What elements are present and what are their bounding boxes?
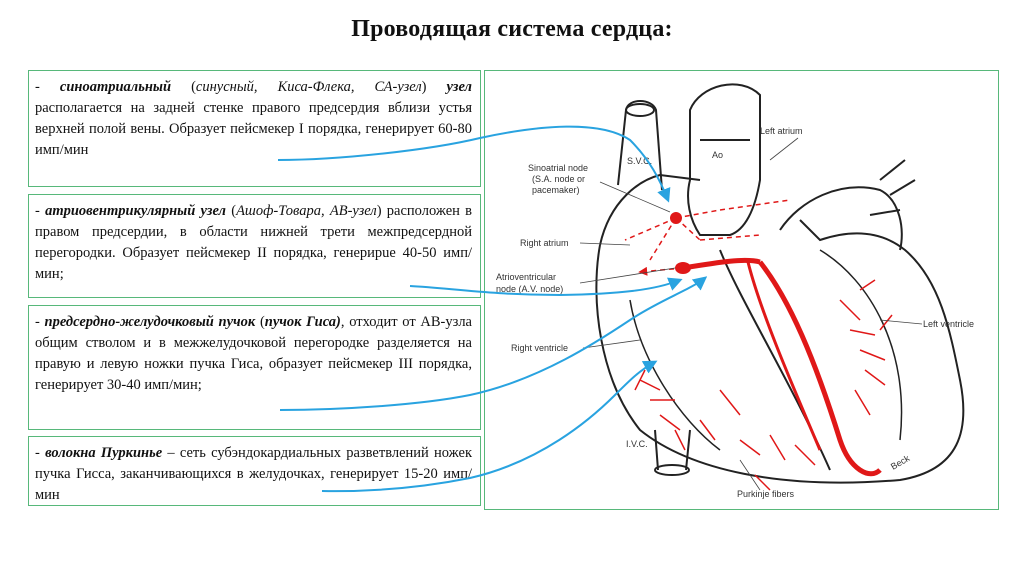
av-close: ) bbox=[376, 203, 382, 219]
arrow-purk bbox=[321, 360, 658, 493]
atrial-conduction-arrows bbox=[624, 199, 791, 272]
av-alt-names: Ашоф-Товара, АВ-узел bbox=[236, 203, 377, 219]
page-title: Проводящая система сердца: bbox=[351, 16, 673, 42]
label-svc: S.V.C. bbox=[627, 156, 652, 166]
label-signature: Beck bbox=[889, 453, 912, 472]
av-open: ( bbox=[225, 203, 237, 219]
sa-dash: - bbox=[35, 79, 60, 95]
sa-term2: узел bbox=[446, 79, 472, 95]
label-right-ventricle: Right ventricle bbox=[511, 343, 568, 353]
label-av-node-2: node (A.V. node) bbox=[496, 284, 563, 294]
purk-dash: - bbox=[35, 445, 46, 461]
label-leaders bbox=[579, 137, 923, 491]
av-text: расположен в правом предсердии, в област… bbox=[35, 203, 472, 282]
ivc-vessel bbox=[654, 429, 691, 476]
av-dash: - bbox=[35, 203, 46, 219]
sa-node-box: - синоатриальный (синусный, Киса-Флека, … bbox=[28, 70, 481, 187]
aorta bbox=[687, 83, 761, 236]
label-purkinje: Purkinje fibers bbox=[737, 489, 795, 499]
av-term: атриовентрикулярный узел bbox=[45, 203, 226, 219]
left-ventricle-wall bbox=[819, 249, 903, 441]
label-av-node-1: Atrioventricular bbox=[496, 272, 556, 282]
sa-text: располагается на задней стенке правого п… bbox=[35, 100, 472, 158]
purkinje-fibers-left bbox=[839, 279, 893, 416]
left-bundle-branch bbox=[758, 260, 882, 477]
right-bundle-branch bbox=[746, 261, 822, 451]
purkinje-box: - волокна Пуркинье – сеть субэндокардиал… bbox=[28, 436, 481, 506]
heart-outline bbox=[595, 173, 965, 484]
label-sa-node-2: (S.A. node or bbox=[532, 174, 585, 184]
label-right-atrium: Right atrium bbox=[520, 238, 569, 248]
his-term: предсердно-желудочковый пучок bbox=[44, 314, 256, 330]
sa-open: ( bbox=[171, 79, 196, 95]
his-open: ( bbox=[255, 314, 265, 330]
arrow-av bbox=[409, 277, 683, 297]
sa-term: синоатриальный bbox=[59, 79, 172, 95]
svc-vessel bbox=[617, 100, 663, 191]
label-ao: Ao bbox=[712, 150, 723, 160]
label-left-atrium: Left atrium bbox=[760, 126, 803, 136]
arrow-sa bbox=[277, 125, 671, 203]
his-text: , отходит от АВ-узла общим стволом и в м… bbox=[35, 314, 472, 393]
av-node-box: - атриовентрикулярный узел (Ашоф-Товара,… bbox=[28, 194, 481, 298]
label-ivc: I.V.C. bbox=[626, 439, 648, 449]
right-ventricle-wall bbox=[629, 299, 721, 451]
purkinje-fibers-bottom bbox=[739, 434, 816, 491]
purk-term: волокна Пуркинье bbox=[45, 445, 163, 461]
purkinje-fibers-right bbox=[634, 369, 741, 451]
arrow-his bbox=[279, 276, 708, 411]
pulmonary-veins bbox=[869, 159, 916, 216]
his-bundle bbox=[682, 257, 761, 271]
label-sa-node-3: pacemaker) bbox=[532, 185, 580, 195]
diagram-frame bbox=[484, 70, 999, 510]
his-alt-names: пучок Гиса) bbox=[264, 314, 341, 330]
label-sa-node-1: Sinoatrial node bbox=[528, 163, 588, 173]
sa-alt-names: синусный, Киса-Флека, СА-узел bbox=[195, 79, 422, 95]
purk-text: – сеть субэндокардиальных разветвлений н… bbox=[35, 445, 472, 503]
his-bundle-box: - предсердно-желудочковый пучок (пучок Г… bbox=[28, 305, 481, 430]
his-dash: - bbox=[35, 314, 45, 330]
conduction-system bbox=[624, 199, 893, 491]
connector-arrows bbox=[277, 125, 708, 493]
label-left-ventricle: Left ventricle bbox=[923, 319, 974, 329]
sa-close: ) bbox=[421, 79, 447, 95]
